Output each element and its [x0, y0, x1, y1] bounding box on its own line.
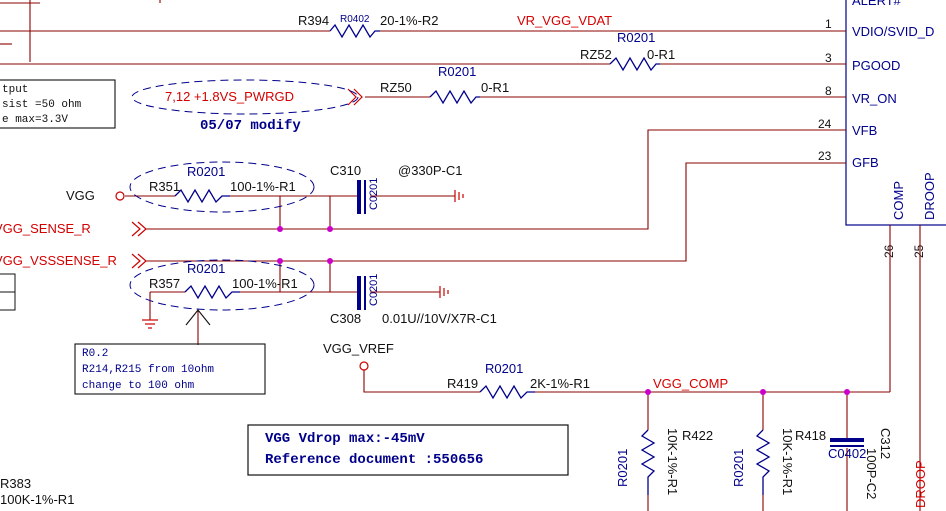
c310-value: @330P-C1	[398, 163, 463, 178]
r351-pkg: R0201	[187, 164, 225, 179]
r394-value: 20-1%-R2	[380, 13, 439, 28]
c312-value: 100P-C2	[864, 448, 879, 499]
left-note-line-2: sist =50 ohm	[2, 99, 82, 111]
r419-ref: R419	[447, 376, 478, 391]
vgg-terminal	[115, 191, 125, 201]
c312-ref: C312	[878, 428, 893, 459]
r-change-note-box	[74, 343, 266, 395]
c310-pkg: C0201	[368, 178, 380, 210]
left-note-box	[0, 79, 116, 129]
pin-num-3: 3	[825, 51, 832, 65]
net-arrows	[131, 88, 363, 269]
pin-num-23: 23	[818, 149, 832, 163]
r-change-note-line-1: R0.2	[82, 348, 108, 360]
rz50-ref: RZ50	[380, 80, 412, 95]
note-arrow	[185, 309, 211, 326]
net-vr-vgg-vdat: VR_VGG_VDAT	[517, 13, 612, 28]
pin-num-1: 1	[825, 17, 832, 31]
resistor-symbols	[174, 23, 771, 495]
vdrop-note-line-1: VGG Vdrop max:-45mV	[265, 431, 425, 447]
dashed-highlights	[129, 79, 359, 311]
c308-pkg: C0201	[368, 274, 380, 306]
r422-ref: R422	[682, 428, 713, 443]
ground-symbols	[142, 190, 464, 329]
rz50-pkg: R0201	[438, 64, 476, 79]
net-vgg: VGG	[66, 188, 95, 203]
r-change-note-line-3: change to 100 ohm	[82, 380, 195, 392]
left-note-line-1: tput	[2, 84, 28, 96]
r422-pkg: R0201	[615, 449, 630, 487]
net-droop: DROOP	[913, 460, 928, 508]
r357-pkg: R0201	[187, 261, 225, 276]
ic-pin-pgood: PGOOD	[852, 58, 900, 73]
net-vgg-vref: VGG_VREF	[323, 341, 394, 356]
r394-ref: R394	[298, 13, 329, 28]
rz50-value: 0-R1	[481, 80, 509, 95]
pin-num-25: 25	[912, 244, 926, 258]
c310-ref: C310	[330, 163, 361, 178]
ic-pin-gfb: GFB	[852, 155, 879, 170]
wires	[0, 0, 921, 511]
pin-num-26: 26	[882, 244, 896, 258]
net-vgg-vsssense: VGG_VSSSENSE_R	[0, 253, 117, 268]
r351-value: 100-1%-R1	[230, 179, 296, 194]
r383-ref: R383	[0, 476, 31, 491]
r418-value: 10K-1%-R1	[780, 428, 795, 495]
ic-pin-comp: COMP	[891, 181, 906, 220]
pin-num-24: 24	[818, 117, 832, 131]
c308-ref: C308	[330, 311, 361, 326]
r383-value: 100K-1%-R1	[0, 492, 74, 507]
left-note-line-3: e max=3.3V	[2, 114, 68, 126]
r418-ref: R418	[795, 428, 826, 443]
r-change-note-line-2: R214,R215 from 10ohm	[82, 364, 214, 376]
r418-pkg: R0201	[731, 449, 746, 487]
ic-pin-droop: DROOP	[922, 172, 937, 220]
r422-value: 10K-1%-R1	[665, 428, 680, 495]
r394-pkg: R0402	[340, 14, 370, 25]
vdrop-note-line-2: Reference document :550656	[265, 452, 483, 468]
ic-pin-vr-on: VR_ON	[852, 91, 897, 106]
net-vgg-sense: VGG_SENSE_R	[0, 221, 91, 236]
r419-value: 2K-1%-R1	[530, 376, 590, 391]
c308-value: 0.01U//10V/X7R-C1	[382, 311, 497, 326]
rz52-ref: RZ52	[580, 47, 612, 62]
r357-ref: R357	[149, 276, 180, 291]
capacitor-symbols	[357, 180, 864, 447]
r351-ref: R351	[149, 179, 180, 194]
pin-num-8: 8	[825, 84, 832, 98]
r419-pkg: R0201	[485, 361, 523, 376]
modify-note: 05/07 modify	[200, 118, 301, 134]
c312-pkg: C0402	[828, 446, 866, 461]
rz52-value: 0-R1	[647, 47, 675, 62]
rz52-pkg: R0201	[617, 30, 655, 45]
ic-pin-vdio: VDIO/SVID_D	[852, 24, 934, 39]
ic-block: ALERT# VDIO/SVID_D PGOOD VR_ON VFB GFB C…	[818, 0, 946, 258]
net-pwrgd: 7,12 +1.8VS_PWRGD	[165, 89, 294, 104]
vref-terminal	[359, 361, 369, 371]
vdrop-note-box	[247, 424, 569, 476]
net-vgg-comp: VGG_COMP	[653, 376, 728, 391]
ic-pin-alert: ALERT#	[852, 0, 902, 8]
ic-pin-vfb: VFB	[852, 123, 877, 138]
r357-value: 100-1%-R1	[232, 276, 298, 291]
junctions	[277, 226, 850, 395]
